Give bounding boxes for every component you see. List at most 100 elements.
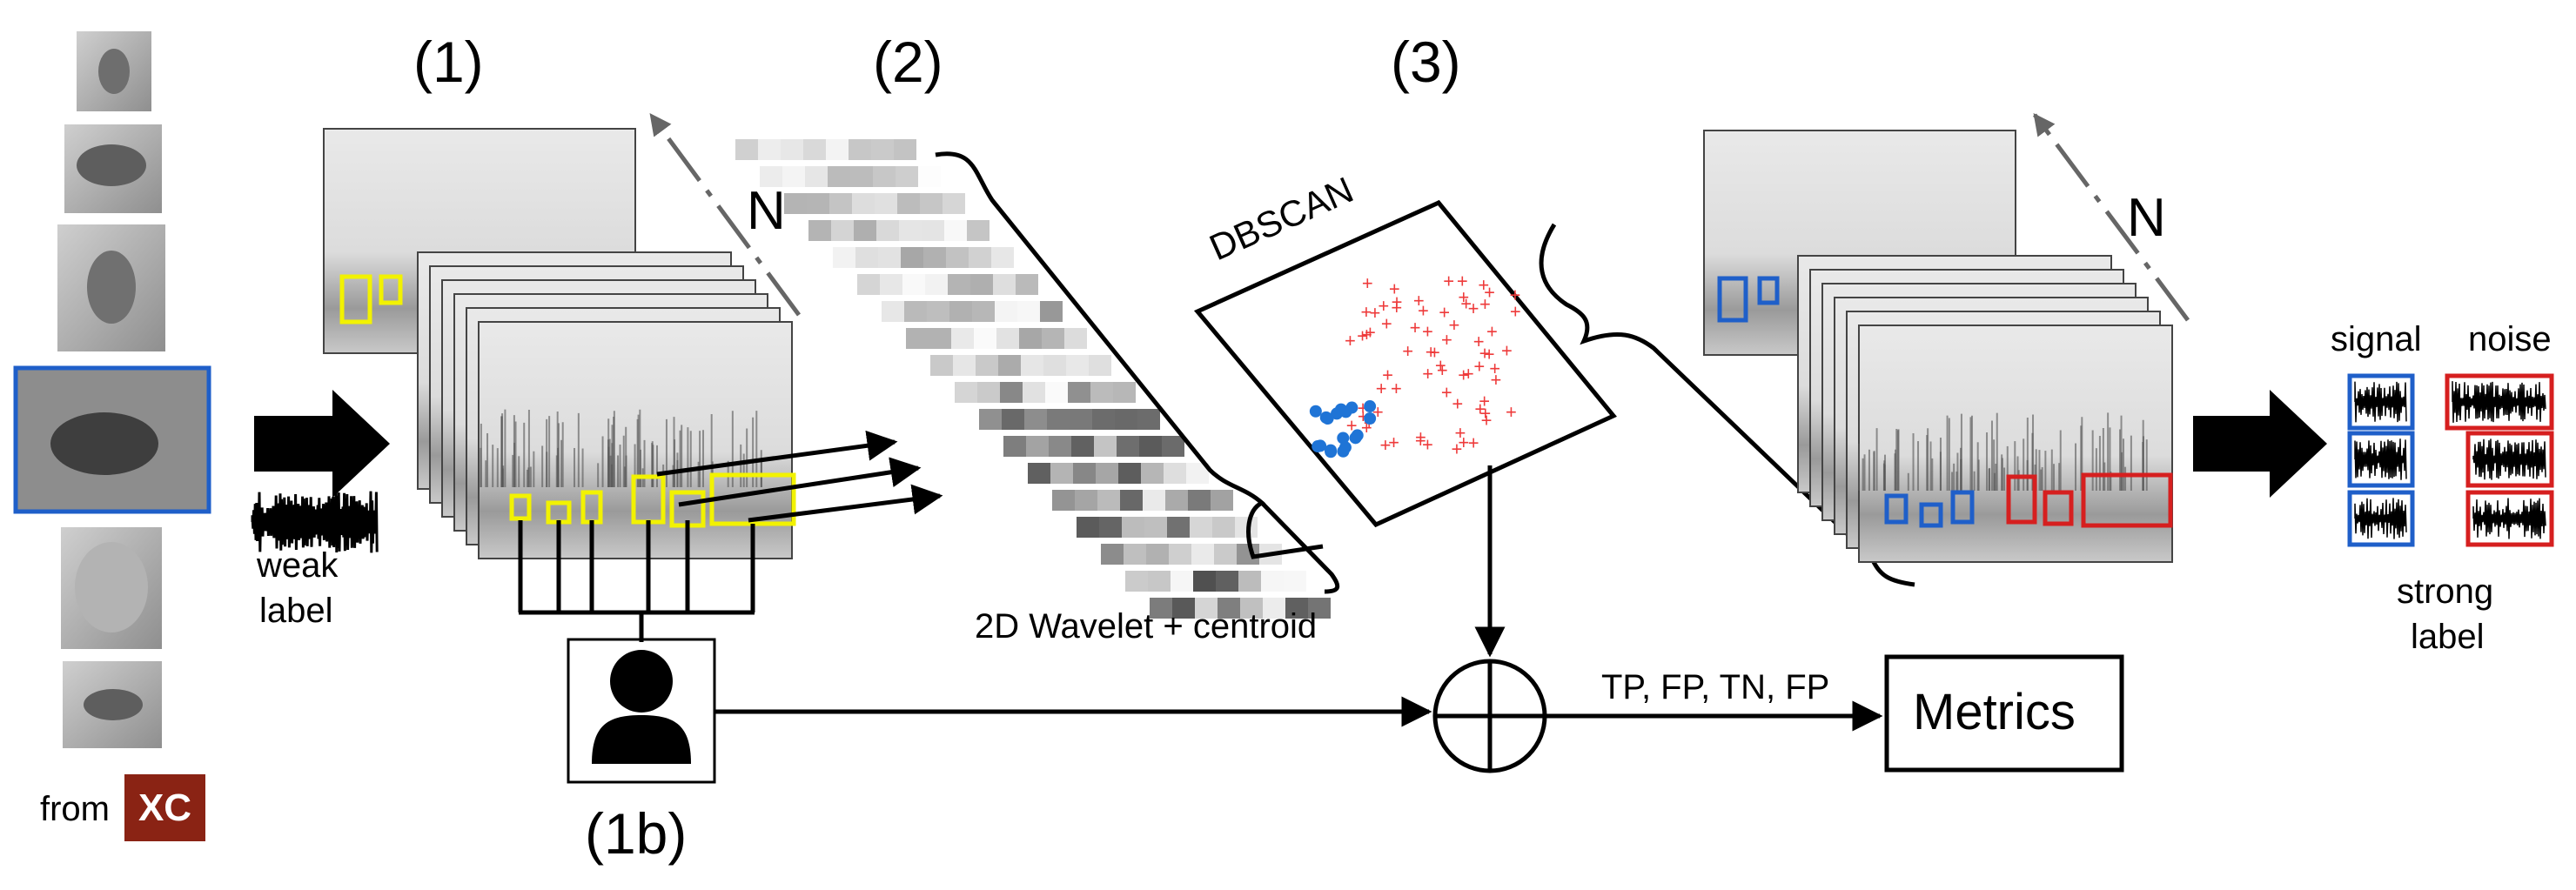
noise-point: + bbox=[1422, 434, 1433, 456]
noise-point: + bbox=[1415, 430, 1426, 452]
wavelet-cell bbox=[829, 193, 852, 214]
wavelet-cell bbox=[1077, 517, 1099, 538]
weak-box bbox=[509, 493, 532, 521]
wavelet-cell bbox=[955, 382, 977, 403]
signal-label: signal bbox=[2331, 320, 2422, 358]
wavelet-cell bbox=[991, 247, 1014, 268]
wavelet-cell bbox=[1146, 544, 1169, 565]
wavelet-cell bbox=[904, 301, 927, 322]
noise-point: + bbox=[1509, 284, 1520, 306]
wavelet-cell bbox=[1118, 463, 1141, 484]
wavelet-cell bbox=[1137, 409, 1160, 430]
wavelet-cell bbox=[1218, 598, 1240, 619]
wavelet-cell bbox=[1212, 517, 1235, 538]
wavelet-cell bbox=[953, 355, 976, 376]
wavelet-cell bbox=[878, 247, 901, 268]
wavelet-cell bbox=[1047, 409, 1070, 430]
noise-point: + bbox=[1478, 274, 1489, 296]
wavelet-cell bbox=[1117, 436, 1139, 457]
wavelet-cell bbox=[1073, 463, 1096, 484]
noise-point: + bbox=[1458, 432, 1469, 453]
signal-point bbox=[1337, 432, 1350, 445]
feature-arrow bbox=[678, 457, 922, 507]
step-1-label: (1) bbox=[413, 30, 484, 94]
wavelet-cell bbox=[944, 220, 967, 241]
noise-point: + bbox=[1439, 302, 1450, 324]
wavelet-cell bbox=[1024, 409, 1047, 430]
noise-point: + bbox=[1410, 317, 1421, 338]
signal-point bbox=[1339, 405, 1352, 418]
wavelet-cell bbox=[735, 139, 758, 160]
noise-point: + bbox=[1479, 390, 1490, 412]
wavelet-cell bbox=[1064, 328, 1087, 349]
wavelet-cell bbox=[1169, 544, 1191, 565]
wavelet-cell bbox=[1019, 328, 1042, 349]
wavelet-cell bbox=[998, 355, 1021, 376]
noise-point: + bbox=[1474, 398, 1486, 419]
wavelet-cell bbox=[1195, 598, 1218, 619]
wavelet-cell bbox=[1000, 382, 1023, 403]
spectrogram-stack-right bbox=[1703, 130, 2173, 563]
xeno-canto-logo: XC bbox=[124, 774, 205, 841]
from-label: from bbox=[40, 790, 110, 828]
wavelet-cell bbox=[758, 139, 781, 160]
signal-point bbox=[1364, 400, 1377, 413]
bird-silhouette-2 bbox=[77, 144, 146, 186]
waveform-trace bbox=[2354, 438, 2407, 480]
wavelet-cell bbox=[873, 166, 896, 187]
wavelet-cell bbox=[1263, 598, 1285, 619]
noise-point: + bbox=[1501, 340, 1513, 362]
noise-point: + bbox=[1457, 271, 1468, 292]
wavelet-cell bbox=[1193, 571, 1216, 592]
wavelet-cell bbox=[808, 220, 831, 241]
wavelet-cell bbox=[902, 274, 925, 295]
noise-point: + bbox=[1429, 342, 1440, 364]
wavelet-cell bbox=[927, 301, 949, 322]
noise-point: + bbox=[1379, 434, 1391, 456]
noise-point: + bbox=[1381, 312, 1392, 334]
noise-point: + bbox=[1426, 341, 1437, 363]
noise-point: + bbox=[1463, 363, 1474, 385]
wavelet-cell bbox=[1094, 436, 1117, 457]
wavelet-cell bbox=[855, 247, 878, 268]
wavelet-cell bbox=[930, 355, 953, 376]
wavelet-cell bbox=[906, 328, 929, 349]
wavelet-cell bbox=[918, 166, 941, 187]
wavelet-cell bbox=[899, 220, 922, 241]
wavelet-cell bbox=[929, 328, 951, 349]
noise-point: + bbox=[1458, 286, 1469, 308]
wavelet-cell bbox=[1125, 571, 1148, 592]
wavelet-cell bbox=[880, 274, 902, 295]
wavelet-cell bbox=[901, 247, 923, 268]
wavelet-cell bbox=[951, 328, 974, 349]
bird-silhouette-selected bbox=[50, 412, 158, 475]
noise-point: + bbox=[1484, 343, 1495, 365]
xor-combiner-icon bbox=[1432, 659, 1547, 773]
waveform-trace bbox=[2354, 498, 2407, 539]
bird-photo-selected bbox=[13, 365, 211, 514]
wavelet-cell bbox=[1211, 490, 1233, 511]
wavelet-cell bbox=[949, 301, 972, 322]
step-1b-label: (1b) bbox=[585, 801, 688, 866]
signal-box bbox=[1919, 502, 1943, 528]
wavelet-cell bbox=[782, 166, 805, 187]
noise-point: + bbox=[1370, 302, 1381, 324]
weak-label-line1: weak bbox=[257, 546, 339, 585]
bird-silhouette-5 bbox=[84, 689, 143, 720]
wavelet-cell bbox=[1165, 490, 1188, 511]
wavelet-cell bbox=[995, 301, 1017, 322]
spectrogram-stack-left bbox=[323, 128, 796, 559]
feature-arrow bbox=[748, 484, 943, 523]
wavelet-cell bbox=[760, 166, 782, 187]
noise-point: + bbox=[1435, 355, 1446, 377]
step-3-label: (3) bbox=[1391, 30, 1461, 94]
wavelet-cell bbox=[828, 166, 850, 187]
weak-label-line2: label bbox=[259, 592, 333, 630]
bird-photo-column bbox=[13, 31, 211, 748]
signal-point bbox=[1364, 412, 1377, 425]
wavelet-cell bbox=[1141, 463, 1164, 484]
wavelet-cell bbox=[857, 274, 880, 295]
wavelet-cell bbox=[1089, 355, 1111, 376]
noise-point: + bbox=[1460, 293, 1472, 315]
